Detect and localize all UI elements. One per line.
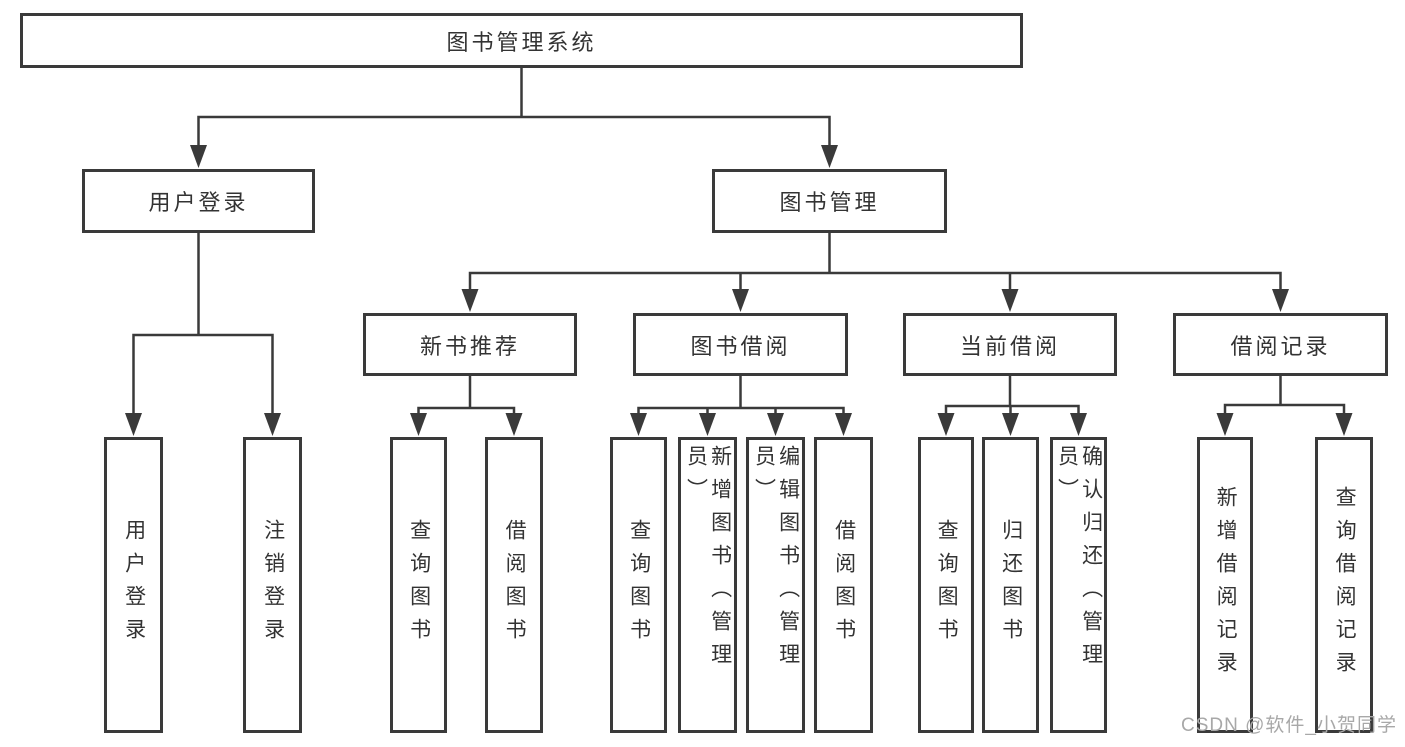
node-root: 图书管理系统	[20, 13, 1023, 68]
node-label: 借阅图书	[503, 519, 527, 651]
node-label: 图书管理系统	[446, 29, 597, 55]
node-label: 编辑图书（管理员）	[752, 445, 800, 676]
node-nbr-query-books: 查询图书	[390, 437, 447, 733]
node-bb-borrow-books: 借阅图书	[814, 437, 873, 733]
node-user-login: 用户登录	[82, 169, 315, 233]
node-book-management: 图书管理	[712, 169, 947, 233]
node-borrow-records: 借阅记录	[1173, 313, 1388, 376]
node-label: 确认归还（管理员）	[1055, 445, 1103, 676]
node-br-add-record: 新增借阅记录	[1197, 437, 1253, 733]
node-label: 用户登录	[148, 190, 249, 215]
node-label: 归还图书	[999, 519, 1023, 651]
node-bb-add-books: 新增图书（管理员）	[678, 437, 737, 733]
node-label: 查询图书	[407, 519, 431, 651]
watermark: CSDN @软件_小贺同学	[1181, 715, 1397, 736]
node-label: 图书管理	[779, 190, 880, 215]
node-br-query-record: 查询借阅记录	[1315, 437, 1373, 733]
node-cb-query-books: 查询图书	[918, 437, 974, 733]
node-book-borrow: 图书借阅	[633, 313, 848, 376]
node-nbr-borrow-books: 借阅图书	[485, 437, 543, 733]
node-label: 借阅记录	[1230, 333, 1331, 359]
node-label: 用户登录	[122, 519, 146, 651]
node-current-borrow: 当前借阅	[903, 313, 1117, 376]
node-label: 当前借阅	[959, 333, 1060, 359]
node-label: 借阅图书	[832, 519, 856, 651]
node-cb-confirm-return: 确认归还（管理员）	[1050, 437, 1107, 733]
node-new-book-recommend: 新书推荐	[363, 313, 577, 376]
node-bb-query-books: 查询图书	[610, 437, 667, 733]
node-label: 新书推荐	[419, 333, 520, 359]
node-bb-edit-books: 编辑图书（管理员）	[746, 437, 805, 733]
node-label: 查询借阅记录	[1333, 486, 1357, 684]
node-label: 图书借阅	[690, 333, 791, 359]
node-label: 新增借阅记录	[1214, 486, 1238, 684]
node-label: 查询图书	[627, 519, 651, 651]
node-label: 查询图书	[935, 519, 959, 651]
node-label: 注销登录	[261, 519, 285, 651]
node-cb-return-books: 归还图书	[982, 437, 1039, 733]
node-login-action: 用户登录	[104, 437, 163, 733]
node-logout-action: 注销登录	[243, 437, 302, 733]
node-label: 新增图书（管理员）	[684, 445, 732, 676]
